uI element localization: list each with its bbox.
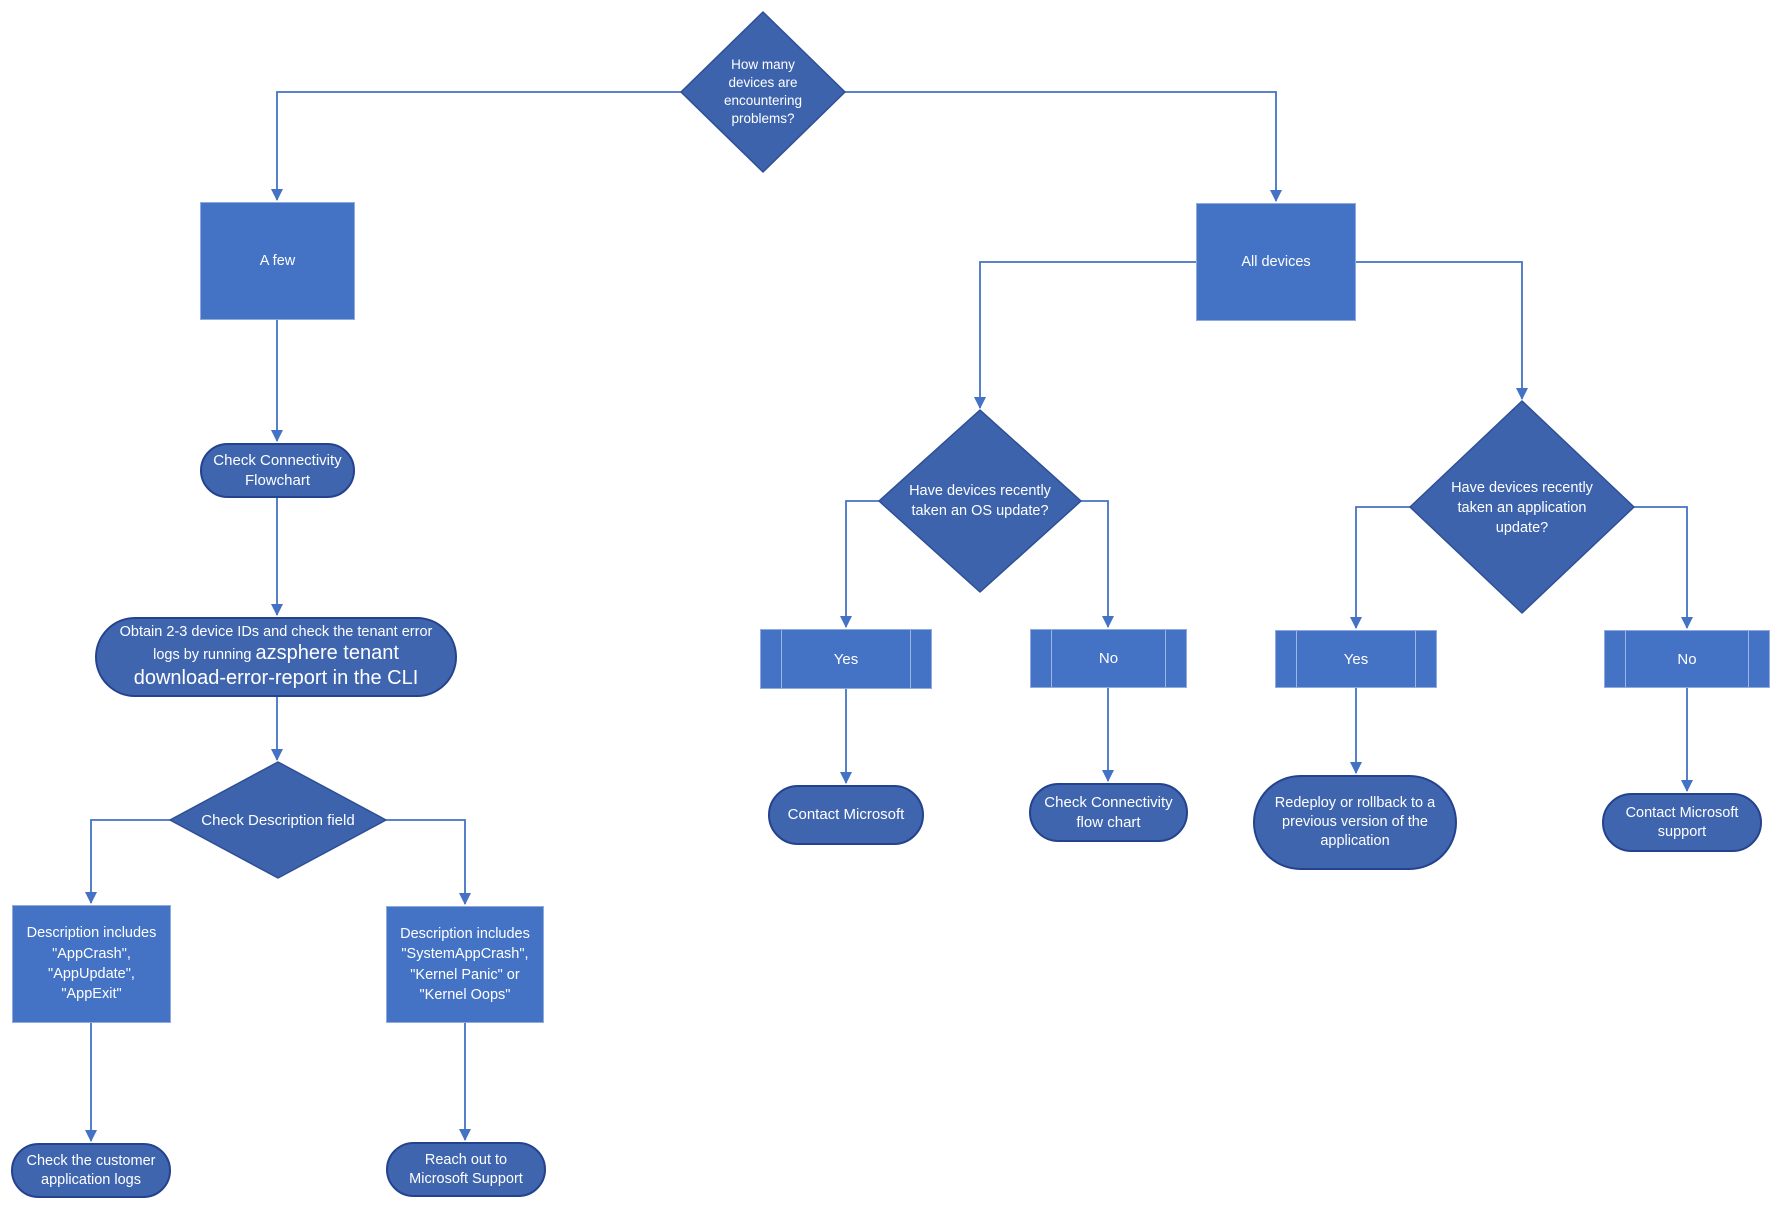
connector-root-to-a-few <box>271 91 683 201</box>
decision-os-update-label: Have devices recently taken an OS update… <box>909 482 1051 519</box>
decision-check-description-label: Check Description field <box>201 811 355 829</box>
decision-device-count-shape <box>680 11 846 173</box>
terminal-contact-microsoft-support: Contact Microsoft support <box>1602 793 1762 852</box>
predefined-process-bar <box>1165 630 1166 687</box>
predefined-app-no-label: No <box>1677 650 1697 668</box>
predefined-os-no-label: No <box>1098 650 1119 667</box>
terminal-check-customer-logs: Check the customer application logs <box>11 1143 171 1198</box>
predefined-os-yes: Yes <box>760 629 932 689</box>
decision-app-update-label: Have devices recently taken an applicati… <box>1451 479 1593 537</box>
process-a-few: A few <box>200 202 355 320</box>
connector-os-update-to-no <box>1081 500 1114 628</box>
decision-check-description-shape <box>169 761 387 879</box>
terminal-check-connectivity-flowchart: Check Connectivity Flowchart <box>200 443 355 498</box>
predefined-process-bar <box>1748 631 1749 687</box>
process-description-systemappcrash: Description includes "SystemAppCrash", "… <box>386 906 544 1023</box>
connector-all-devices-to-app-update <box>1356 261 1528 400</box>
terminal-check-connectivity-flow-chart: Check Connectivity flow chart <box>1029 783 1188 842</box>
predefined-process-bar <box>1415 631 1416 687</box>
connector-app-update-to-yes <box>1350 506 1410 629</box>
predefined-process-bar <box>1051 630 1052 687</box>
terminal-redeploy-rollback: Redeploy or rollback to a previous versi… <box>1253 775 1457 870</box>
predefined-process-bar <box>910 630 911 688</box>
connector-all-devices-to-os-update <box>974 261 1196 409</box>
predefined-app-no: No <box>1604 630 1770 688</box>
connector-check-description-to-appcrash <box>85 819 170 904</box>
process-description-appcrash: Description includes "AppCrash", "AppUpd… <box>12 905 171 1023</box>
connector-root-to-all-devices <box>845 91 1282 202</box>
terminal-contact-microsoft: Contact Microsoft <box>768 785 924 845</box>
terminal-obtain-device-ids: Obtain 2-3 device IDs and check the tena… <box>95 617 457 697</box>
predefined-os-yes-label: Yes <box>833 650 859 668</box>
connector-os-update-to-yes <box>840 500 879 628</box>
obtain-ids-prefix: Obtain 2-3 device IDs and check the tena… <box>119 624 433 664</box>
connector-check-description-to-systemappcrash <box>386 819 471 905</box>
process-all-devices: All devices <box>1196 203 1356 321</box>
decision-device-count-label: How many devices are encountering proble… <box>723 56 803 127</box>
decision-os-update-shape <box>878 409 1082 593</box>
predefined-app-yes-label: Yes <box>1343 650 1369 668</box>
terminal-reach-out-microsoft-support: Reach out to Microsoft Support <box>386 1142 546 1197</box>
predefined-process-bar <box>781 630 782 688</box>
decision-app-update-shape <box>1409 400 1635 614</box>
predefined-process-bar <box>1625 631 1626 687</box>
obtain-ids-command: azsphere tenant download-error-report in… <box>133 642 419 690</box>
predefined-app-yes: Yes <box>1275 630 1437 688</box>
predefined-os-no: No <box>1030 629 1187 688</box>
predefined-process-bar <box>1296 631 1297 687</box>
connector-app-update-to-no <box>1634 506 1693 629</box>
